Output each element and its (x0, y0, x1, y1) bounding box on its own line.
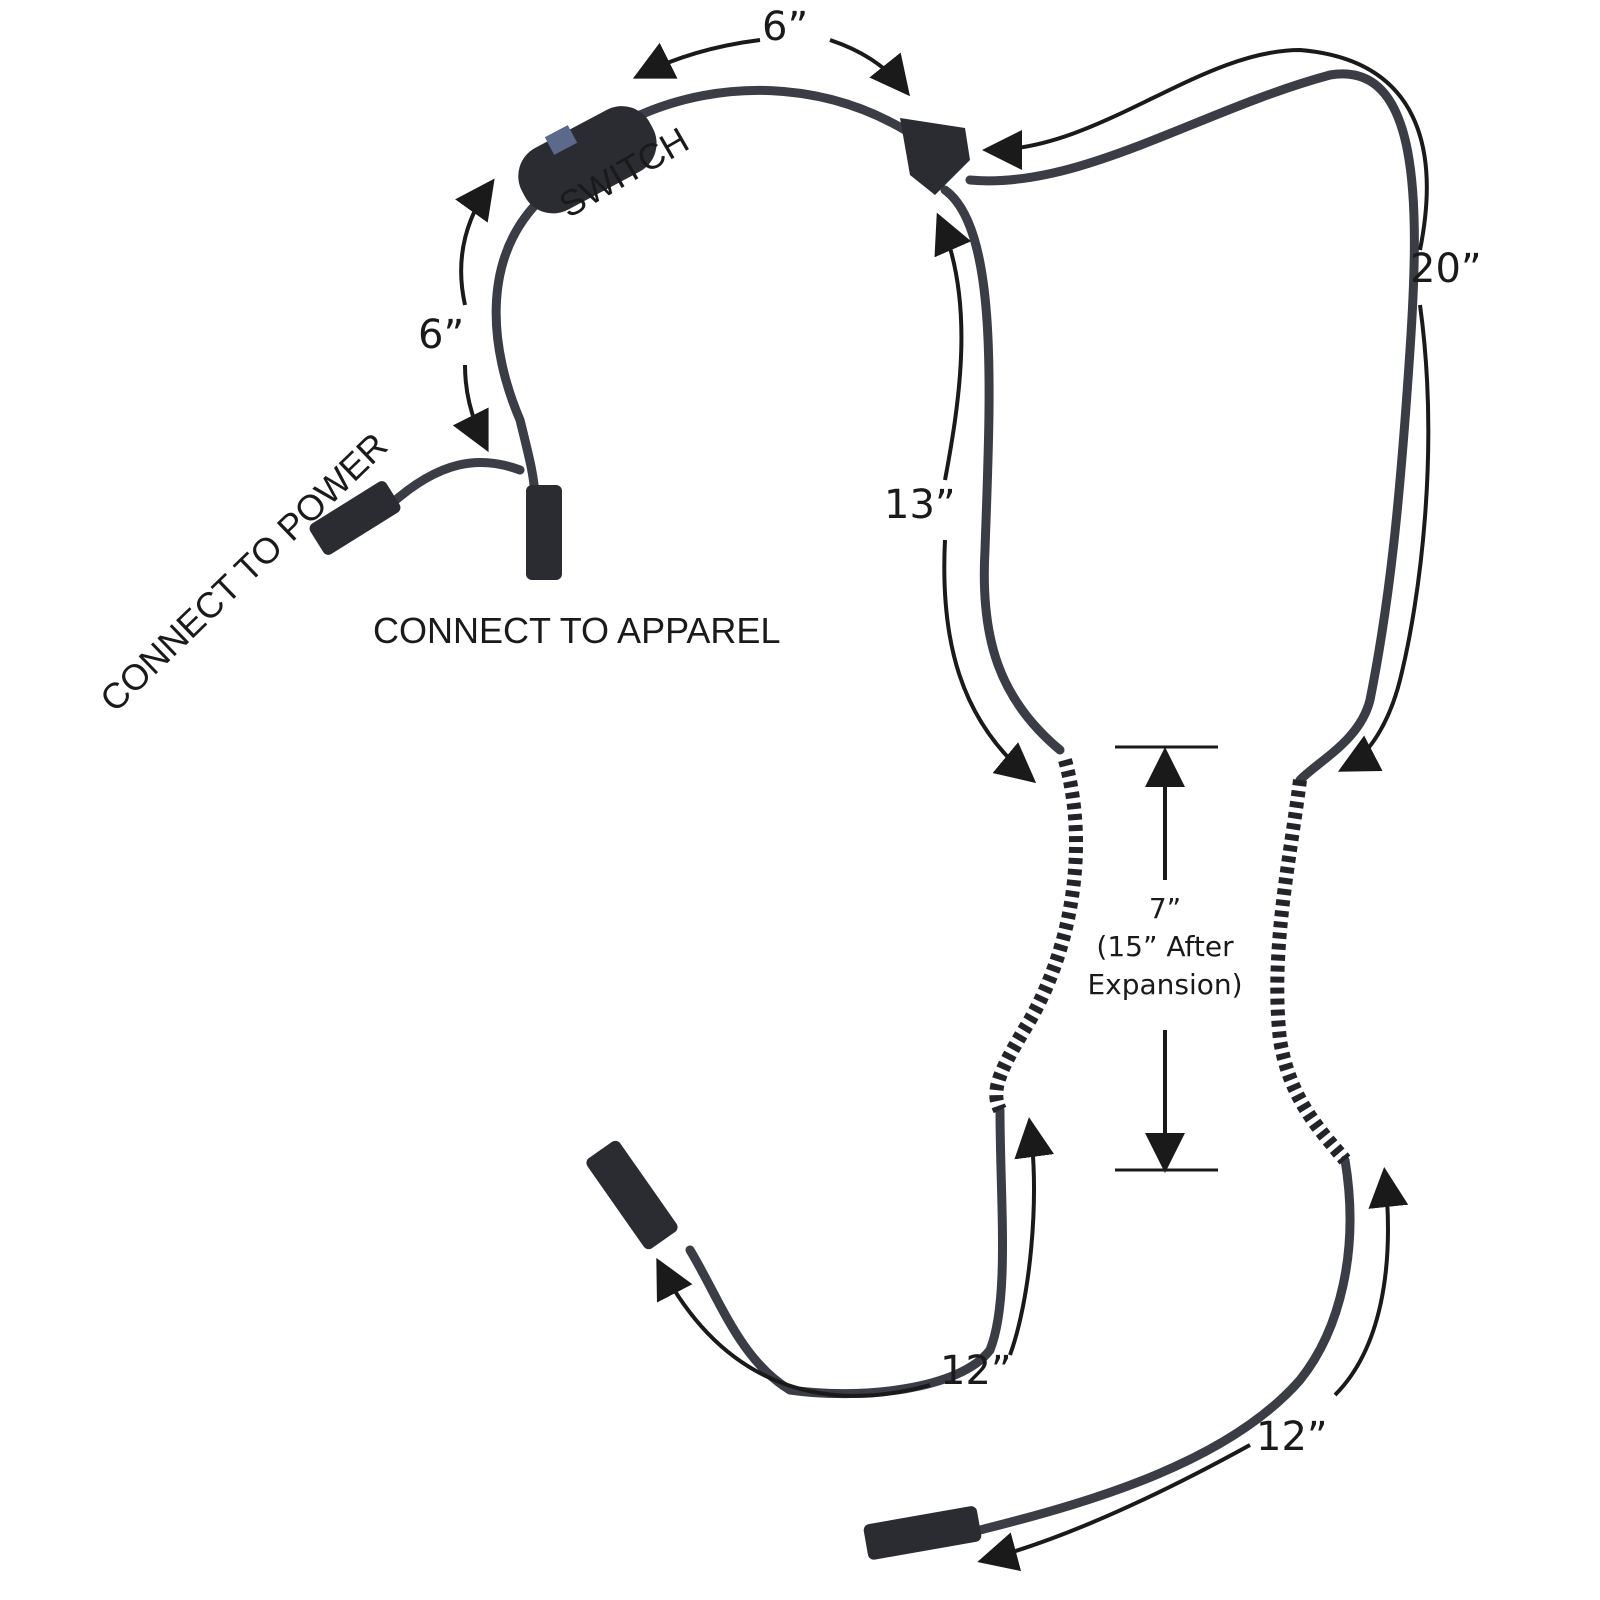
arrow-right-bottom (1337, 304, 1431, 772)
coil-expanded-line2: Expansion) (1087, 968, 1243, 1001)
arrow-lower-left-back (656, 1257, 931, 1398)
cable-switch-to-power (491, 195, 545, 505)
arrow-left-down (452, 364, 489, 453)
arrow-lower-left-up (1008, 1117, 1055, 1356)
lower-right-connector (863, 1506, 982, 1560)
label-middle-length: 13” (884, 482, 956, 528)
arrow-middle-up (934, 212, 972, 481)
arrow-top-right (829, 38, 910, 97)
switch-housing (518, 106, 657, 214)
cables (385, 69, 1419, 1535)
label-coil-length: 7” (15” After Expansion) (1080, 890, 1250, 1004)
cable-splitter-middle (940, 185, 1065, 755)
label-lower-left-length: 12” (940, 1348, 1012, 1394)
cable-power-lead (385, 457, 525, 510)
coil-expanded-line1: (15” After (1096, 930, 1234, 963)
arrow-lower-right-back (977, 1443, 1251, 1572)
switch-rocker (544, 125, 578, 155)
coil-left (989, 758, 1084, 1114)
power-connector (309, 481, 401, 555)
arrow-right-top (982, 47, 1429, 251)
label-lower-right-length: 12” (1256, 1414, 1328, 1460)
apparel-connector (526, 485, 562, 580)
label-top-length: 6” (762, 4, 809, 50)
splitter-block (900, 118, 970, 195)
lower-left-connector (586, 1140, 678, 1250)
cable-switch-to-splitter (635, 85, 910, 135)
arrow-left-up (455, 178, 495, 306)
coil-dimension-bars (1115, 745, 1218, 1172)
label-connect-apparel: CONNECT TO APPAREL (373, 610, 781, 651)
arrow-middle-down (942, 539, 1037, 784)
arrow-lower-right-up (1333, 1167, 1409, 1397)
arrow-top-left (632, 38, 761, 79)
connectors (309, 106, 982, 1560)
label-left-length: 6” (418, 312, 465, 358)
coils (989, 758, 1351, 1165)
coil-length-value: 7” (1148, 892, 1182, 925)
coil-right (1270, 779, 1351, 1165)
dimension-arrows (452, 38, 1431, 1572)
cable-splitter-right (965, 69, 1419, 785)
label-right-length: 20” (1410, 246, 1482, 292)
cable-lower-right (975, 1155, 1355, 1535)
